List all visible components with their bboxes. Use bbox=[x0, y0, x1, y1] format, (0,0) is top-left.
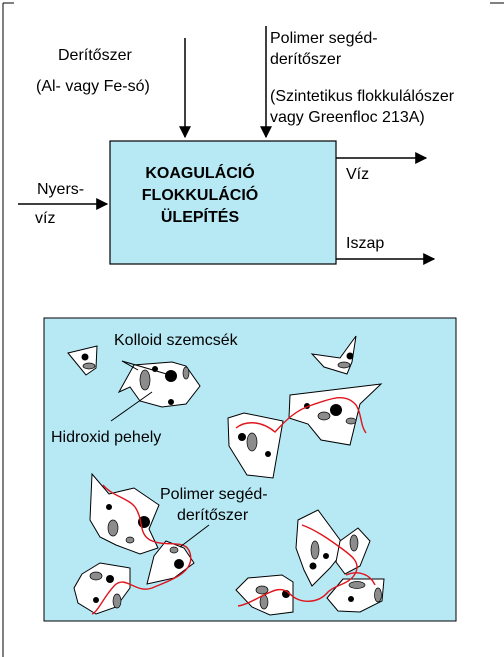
raw-water-label-line2: víz bbox=[35, 209, 55, 228]
polymer-note-line1: (Szintetikus flokkulálószer bbox=[270, 87, 454, 106]
polymer-label-line1: Polimer segéd- bbox=[270, 29, 378, 48]
box-title-coagulation: KOAGULÁCIÓ bbox=[110, 163, 290, 185]
polymer-note-line2: vagy Greenfloc 213A) bbox=[270, 108, 425, 127]
box-title-flocculation: FLOKKULÁCIÓ bbox=[110, 185, 290, 207]
polymer-aid-label-line1: Polimer segéd- bbox=[160, 485, 268, 504]
sludge-output-label: Iszap bbox=[346, 234, 384, 253]
box-title-settling: ÜLEPÍTÉS bbox=[110, 207, 290, 229]
hydroxide-floc-label: Hidroxid pehely bbox=[51, 428, 161, 447]
process-box-title: KOAGULÁCIÓ FLOKKULÁCIÓ ÜLEPÍTÉS bbox=[110, 163, 290, 229]
colloid-particles-label: Kolloid szemcsék bbox=[114, 331, 238, 350]
polymer-aid-label-line2: derítőszer bbox=[177, 506, 248, 525]
water-output-label: Víz bbox=[346, 165, 369, 184]
coagulant-label: Derítőszer bbox=[58, 46, 132, 65]
coagulant-type-label: (Al- vagy Fe-só) bbox=[36, 77, 150, 96]
raw-water-label-line1: Nyers- bbox=[37, 180, 84, 199]
polymer-label-line2: derítőszer bbox=[270, 50, 341, 69]
